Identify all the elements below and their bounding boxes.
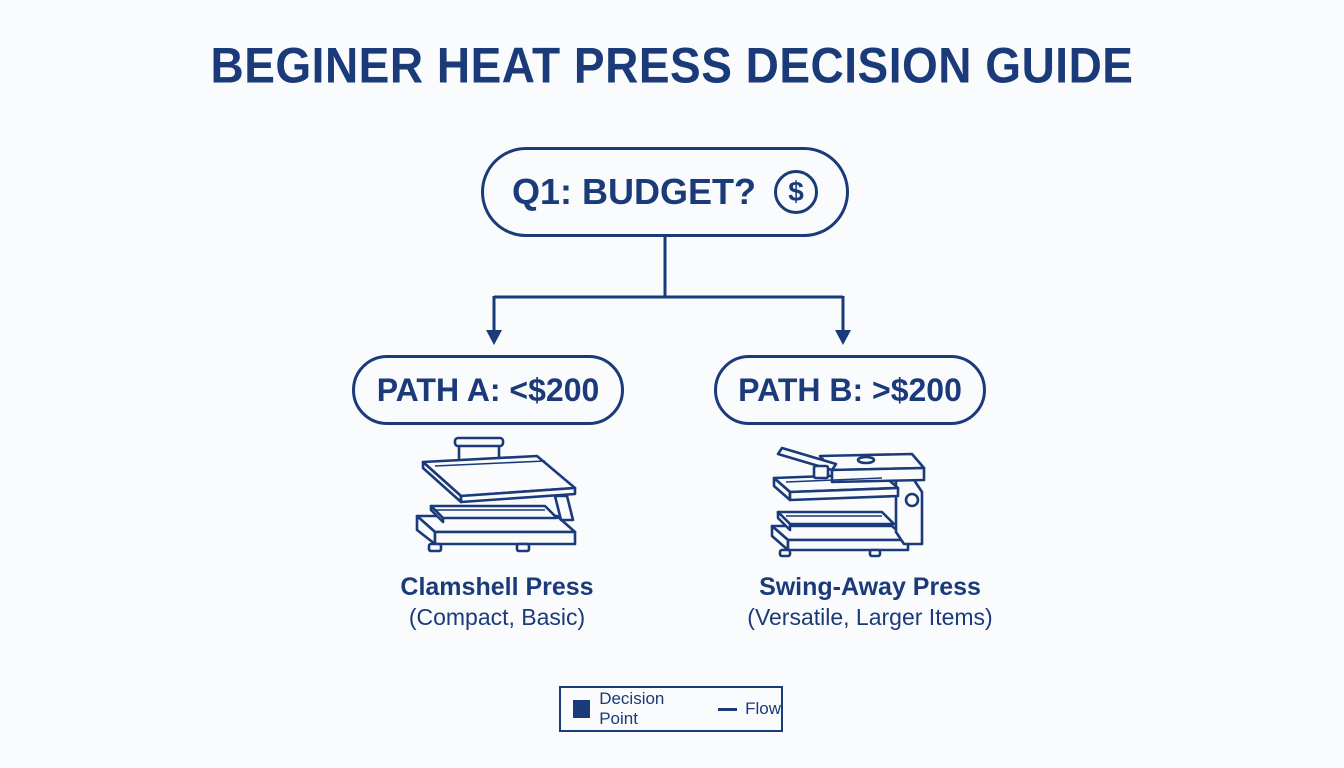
swing-away-press-icon <box>770 446 926 558</box>
path-b-node: PATH B: >$200 <box>714 355 986 425</box>
page-title: BEGINER HEAT PRESS DECISION GUIDE <box>210 36 1134 94</box>
path-a-product-name: Clamshell Press <box>400 573 594 601</box>
flow-swatch <box>717 707 738 711</box>
arrow-head-b <box>835 330 851 345</box>
decision-node-label: Q1: BUDGET? <box>511 171 756 212</box>
decision-node-budget: Q1: BUDGET? $ <box>481 147 849 237</box>
decision-point-swatch <box>573 700 591 718</box>
arrow-head-a <box>486 330 502 345</box>
legend-decision-point: Decision Point <box>599 689 665 728</box>
path-b-product-details: (Versatile, Larger Items) <box>747 604 993 630</box>
path-b-product-name: Swing-Away Press <box>759 573 981 601</box>
legend-flow: Flow <box>745 699 781 718</box>
path-a-node: PATH A: <$200 <box>352 355 624 425</box>
dollar-icon: $ <box>774 170 818 214</box>
path-b-product: Swing-Away Press (Versatile, Larger Item… <box>700 572 1040 632</box>
legend: Decision Point Flow <box>559 686 783 732</box>
path-b-label: PATH B: >$200 <box>738 371 962 408</box>
path-a-product-details: (Compact, Basic) <box>408 604 586 630</box>
path-a-label: PATH A: <$200 <box>376 371 600 408</box>
clamshell-press-icon <box>415 436 577 553</box>
path-a-product: Clamshell Press (Compact, Basic) <box>347 572 647 632</box>
